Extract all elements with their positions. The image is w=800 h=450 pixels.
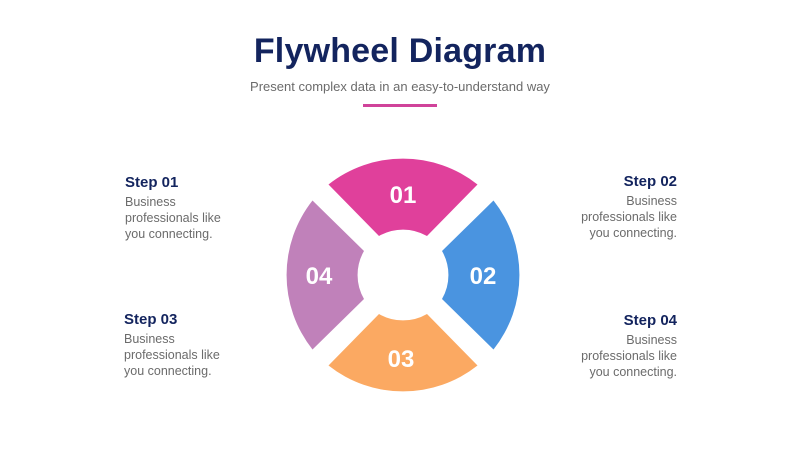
step-02-line: professionals like <box>581 210 677 224</box>
diagram-subtitle: Present complex data in an easy-to-under… <box>250 79 550 94</box>
wheel-segment-02 <box>442 200 520 350</box>
step-04-line: you connecting. <box>589 365 677 379</box>
step-03-line: you connecting. <box>124 364 212 378</box>
step-02-title: Step 02 <box>623 173 677 190</box>
diagram-title: Flywheel Diagram <box>253 32 547 70</box>
step-01-title: Step 01 <box>125 174 179 191</box>
segment-label-02: 02 <box>470 263 497 290</box>
step-03-line: Business <box>124 332 175 346</box>
step-03-title: Step 03 <box>124 311 178 328</box>
step-04-description: Business professionals like you connecti… <box>537 332 677 380</box>
step-01-block: Step 01 Business professionals like you … <box>125 174 265 242</box>
step-01-line: professionals like <box>125 211 221 225</box>
step-03-line: professionals like <box>124 348 220 362</box>
wheel-segment-01 <box>328 158 478 236</box>
step-04-title: Step 04 <box>623 312 677 329</box>
step-04-block: Step 04 Business professionals like you … <box>537 312 677 380</box>
step-02-description: Business professionals like you connecti… <box>537 193 677 241</box>
wheel-segment-03 <box>328 314 478 392</box>
step-02-block: Step 02 Business professionals like you … <box>537 173 677 241</box>
title-underline-divider <box>363 104 437 107</box>
segment-label-03: 03 <box>388 346 415 373</box>
step-04-line: Business <box>626 333 677 347</box>
step-01-description: Business professionals like you connecti… <box>125 194 265 242</box>
wheel-segment-04 <box>286 200 364 350</box>
step-02-line: you connecting. <box>589 226 677 240</box>
step-04-line: professionals like <box>581 349 677 363</box>
segment-label-01: 01 <box>390 182 417 209</box>
step-01-line: you connecting. <box>125 227 213 241</box>
step-02-line: Business <box>626 194 677 208</box>
step-03-block: Step 03 Business professionals like you … <box>124 311 264 379</box>
step-03-description: Business professionals like you connecti… <box>124 331 264 379</box>
step-01-line: Business <box>125 195 176 209</box>
segment-label-04: 04 <box>306 263 333 290</box>
